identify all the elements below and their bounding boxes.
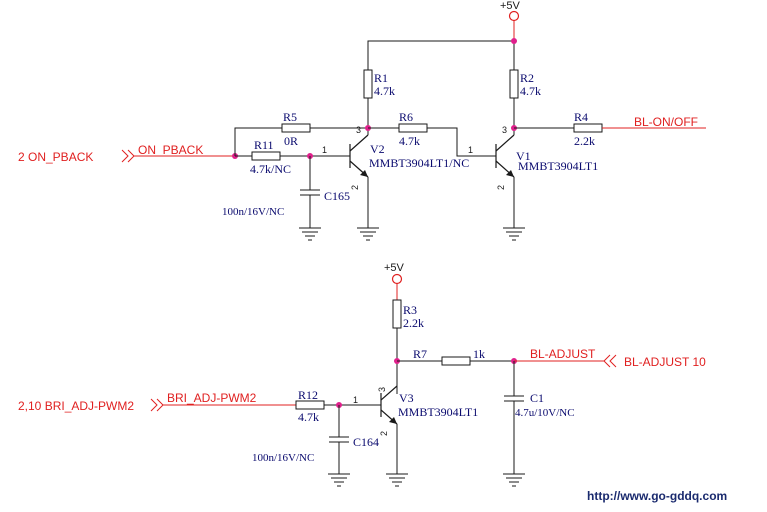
net-label-bri-adj-pwm2: BRI_ADJ-PWM2 [167,391,257,405]
label-components-r3-ref: R3 [403,303,417,317]
power-label-top: +5V [500,0,521,12]
watermark-url: http://www.go-gddq.com [587,489,727,503]
label-components-v3-ref: V3 [399,391,414,405]
label-pins-three: 3 [502,125,507,135]
label-components-r5-value: 0R [284,134,298,148]
ground-symbol [357,227,379,241]
label-components-r7-ref: R7 [413,347,427,361]
capacitor-c164: C164 100n/16V/NC [252,405,379,474]
ground-symbol [299,227,321,241]
port-label-on-pback: 2 ON_PBACK [18,150,93,164]
label-components-c1-value: 4.7u/10V/NC [515,407,575,419]
label-components-c165-ref: C165 [324,189,350,203]
label-pins-one: 1 [322,145,327,155]
label-pins-two: 2 [379,431,389,436]
label-components-c164-ref: C164 [353,435,379,449]
transistor-v1: 3 2 V1 MMBT3904LT1 [495,125,598,228]
net-label-bl-adjust: BL-ADJUST [530,347,596,361]
label-components-c164-value: 100n/16V/NC [252,452,314,464]
label-components-v3-part: MMBT3904LT1 [398,405,478,419]
resistor-r2: R2 4.7k [509,69,541,128]
label-components-r12-ref: R12 [298,388,318,402]
label-components-r4-ref: R4 [574,110,588,124]
label-components-r2-value: 4.7k [520,84,541,98]
label-components-v2-part: MMBT3904LT1/NC [369,156,469,170]
resistor-r3: R3 2.2k [392,299,424,394]
label-pins-three: 3 [356,125,361,135]
label-components-r11-value: 4.7k/NC [250,162,291,176]
port-on-pback: 2 ON_PBACK ON_PBACK [18,143,238,164]
label-components-v2-ref: V2 [370,142,385,156]
transistor-v3: 3 2 V3 MMBT3904LT1 [377,385,478,474]
label-components-r5-ref: R5 [283,110,297,124]
label-components-r11-ref: R11 [254,138,274,152]
resistor-r11: R11 4.7k/NC 1 [235,138,350,176]
power-symbol-top: +5V [500,0,521,41]
label-components-r6-value: 4.7k [399,134,420,148]
transistor-v2: 3 2 V2 MMBT3904LT1/NC [349,125,469,228]
capacitor-c1: C1 4.7u/10V/NC [504,361,575,474]
port-label-bl-adjust: BL-ADJUST 10 [624,355,706,369]
label-components-r6-ref: R6 [399,110,413,124]
resistor-r5: R5 0R [234,110,368,156]
resistor-r7: R7 1k [397,347,517,366]
label-components-r12-value: 4.7k [298,410,319,424]
rail-5v-top [367,38,517,70]
power-label-mid: +5V [384,262,405,274]
port-label-bri-adj-pwm2: 2,10 BRI_ADJ-PWM2 [18,399,134,413]
ground-symbol [503,227,525,241]
label-components-c165-value: 100n/16V/NC [222,206,284,218]
resistor-r4: R4 2.2k [514,110,603,148]
label-components-r3-value: 2.2k [403,316,424,330]
label-components-r4-value: 2.2k [574,134,595,148]
port-bri-adj-pwm2: 2,10 BRI_ADJ-PWM2 BRI_ADJ-PWM2 [18,391,296,413]
label-components-r1-ref: R1 [374,71,388,85]
label-pins-two: 2 [496,185,506,190]
resistor-r12: R12 4.7k 1 [295,388,381,424]
port-bl-adjust: BL-ADJUST BL-ADJUST 10 [514,347,706,369]
net-bl-on-off: BL-ON/OFF [602,115,706,129]
power-symbol-mid: +5V [384,262,405,300]
resistor-r6: R6 4.7k 1 [368,110,496,157]
label-pins-three: 3 [377,387,387,392]
ground-symbol [328,473,350,487]
label-pins-two: 2 [350,185,360,190]
net-label-on-pback: ON_PBACK [138,143,203,157]
label-components-r2-ref: R2 [520,71,534,85]
label-components-r7-value: 1k [473,347,485,361]
capacitor-c165: C165 100n/16V/NC [222,156,350,228]
label-components-c1-ref: C1 [530,391,544,405]
ground-symbol [386,473,408,487]
resistor-r1: R1 4.7k [363,69,395,128]
label-components-r1-value: 4.7k [374,84,395,98]
label-pins-one: 1 [468,145,473,155]
label-components-v1-ref: V1 [516,149,531,163]
net-label-bl-on-off: BL-ON/OFF [634,115,698,129]
label-components-v1-part: MMBT3904LT1 [518,159,598,173]
label-pins-one: 1 [353,395,358,405]
ground-symbol [503,473,525,487]
